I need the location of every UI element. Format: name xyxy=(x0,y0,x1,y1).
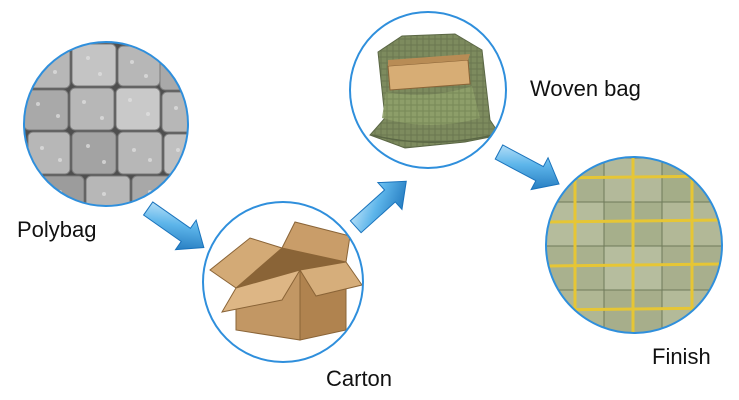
carton-photo xyxy=(203,202,363,362)
carton-circle xyxy=(202,201,364,363)
step-carton xyxy=(202,201,364,363)
arrow-carton-to-woven-bag xyxy=(349,180,407,234)
step-finish xyxy=(545,156,723,334)
arrow-polybag-to-carton xyxy=(142,201,205,251)
woven-bag-label: Woven bag xyxy=(530,76,641,101)
arrow-woven-bag-to-finish xyxy=(494,144,560,191)
woven-bag-circle xyxy=(349,11,507,169)
finish-photo xyxy=(546,157,722,333)
step-woven-bag xyxy=(349,11,507,169)
carton-label: Carton xyxy=(326,366,393,391)
finish-circle xyxy=(545,156,723,334)
polybag-circle xyxy=(23,41,189,207)
finish-label: Finish xyxy=(652,344,711,369)
woven-bag-photo xyxy=(350,12,506,168)
step-polybag xyxy=(23,41,189,207)
polybag-label: Polybag xyxy=(17,217,97,242)
